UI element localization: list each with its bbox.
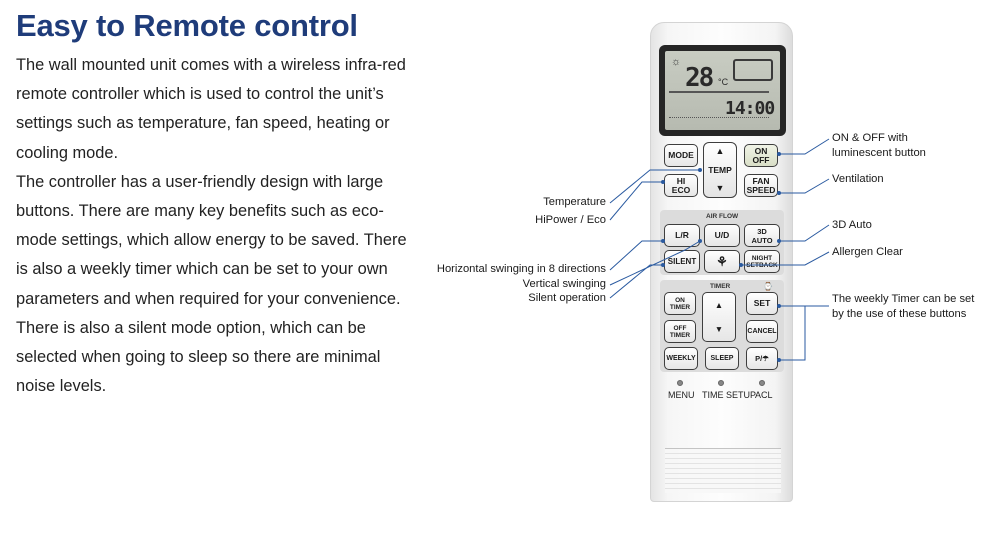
sun-icon: ☼ [671, 56, 682, 68]
time-setup-hole[interactable] [718, 380, 724, 386]
temp-rocker[interactable]: ▲ TEMP ▼ [703, 142, 737, 198]
timer-up-icon[interactable]: ▲ [714, 299, 724, 310]
on-timer-button[interactable]: ON TIMER [664, 292, 696, 315]
3d-auto-button[interactable]: 3D AUTO [744, 224, 780, 247]
allergen-clear-button[interactable]: ⚘ [704, 250, 740, 273]
sleep-button[interactable]: SLEEP [705, 347, 739, 370]
hi-eco-button[interactable]: HI ECO [664, 174, 698, 197]
acl-label: ACL [755, 390, 773, 400]
temp-down-icon[interactable]: ▼ [715, 183, 725, 193]
lcd-indicators [669, 117, 769, 121]
fan-speed-button[interactable]: FAN SPEED [744, 174, 778, 197]
menu-label: MENU [668, 390, 695, 400]
mode-button[interactable]: MODE [664, 144, 698, 167]
timer-rocker[interactable]: ▲ ▼ [702, 292, 736, 342]
callout-hipower-eco: HiPower / Eco [535, 214, 606, 226]
timer-down-icon[interactable]: ▼ [714, 323, 724, 334]
silent-button[interactable]: SILENT [664, 250, 700, 273]
ud-button[interactable]: U/D [704, 224, 740, 247]
p-button[interactable]: P/☂ [746, 347, 778, 370]
timer-panel: TIMER ⌚ ON TIMER ▲ ▼ SET OFF TIMER CANCE… [660, 280, 784, 372]
callout-ventilation: Ventilation [832, 173, 884, 185]
off-timer-button[interactable]: OFF TIMER [664, 320, 696, 343]
airflow-label: AIR FLOW [706, 213, 739, 220]
display-time: 14:00 [725, 98, 775, 119]
weekly-button[interactable]: WEEKLY [664, 347, 698, 370]
set-button[interactable]: SET [746, 292, 778, 315]
lcd-divider [669, 91, 769, 93]
callout-temperature: Temperature [543, 196, 606, 208]
cancel-button[interactable]: CANCEL [746, 320, 778, 343]
page-title: Easy to Remote control [16, 8, 358, 43]
timer-label: TIMER [710, 283, 731, 290]
description: The wall mounted unit comes with a wirel… [16, 51, 416, 401]
display-temp-unit: °C [718, 77, 729, 87]
menu-hole[interactable] [677, 380, 683, 386]
lcd-bezel: ☼ 28 °C 14:00 [659, 45, 786, 136]
display-temperature: 28 [685, 63, 714, 93]
lcd-display: ☼ 28 °C 14:00 [665, 51, 780, 130]
lr-button[interactable]: L/R [664, 224, 700, 247]
temp-label: TEMP [708, 165, 732, 175]
timer-clock-icon: ⌚ [763, 282, 773, 291]
paragraph-intro: The wall mounted unit comes with a wirel… [16, 56, 406, 162]
callout-allergen-clear: Allergen Clear [832, 246, 903, 258]
on-off-button[interactable]: ON OFF [744, 144, 778, 167]
instruction-sticker [665, 448, 781, 493]
callout-on-off: ON & OFF with luminescent button [832, 132, 926, 159]
remote-controller: ☼ 28 °C 14:00 MODE ▲ TEMP ▼ ON OFF HI EC… [650, 22, 793, 502]
acl-hole[interactable] [759, 380, 765, 386]
airflow-panel: AIR FLOW L/R U/D 3D AUTO SILENT ⚘ NIGHT … [660, 210, 784, 275]
callout-silent-operation: Silent operation [528, 292, 606, 304]
paragraph-benefits: The controller has a user-friendly desig… [16, 172, 407, 396]
night-setback-button[interactable]: NIGHT SETBACK [744, 250, 780, 273]
fan-level-icon [733, 59, 773, 81]
callout-3d-auto: 3D Auto [832, 219, 872, 231]
callout-horizontal-swing: Horizontal swinging in 8 directions [436, 263, 606, 275]
callout-weekly-timer: The weekly Timer can be set by the use o… [832, 293, 975, 320]
callout-vertical-swing: Vertical swinging [522, 278, 606, 290]
temp-up-icon[interactable]: ▲ [715, 146, 725, 156]
time-setup-label: TIME SETUP [702, 390, 757, 400]
